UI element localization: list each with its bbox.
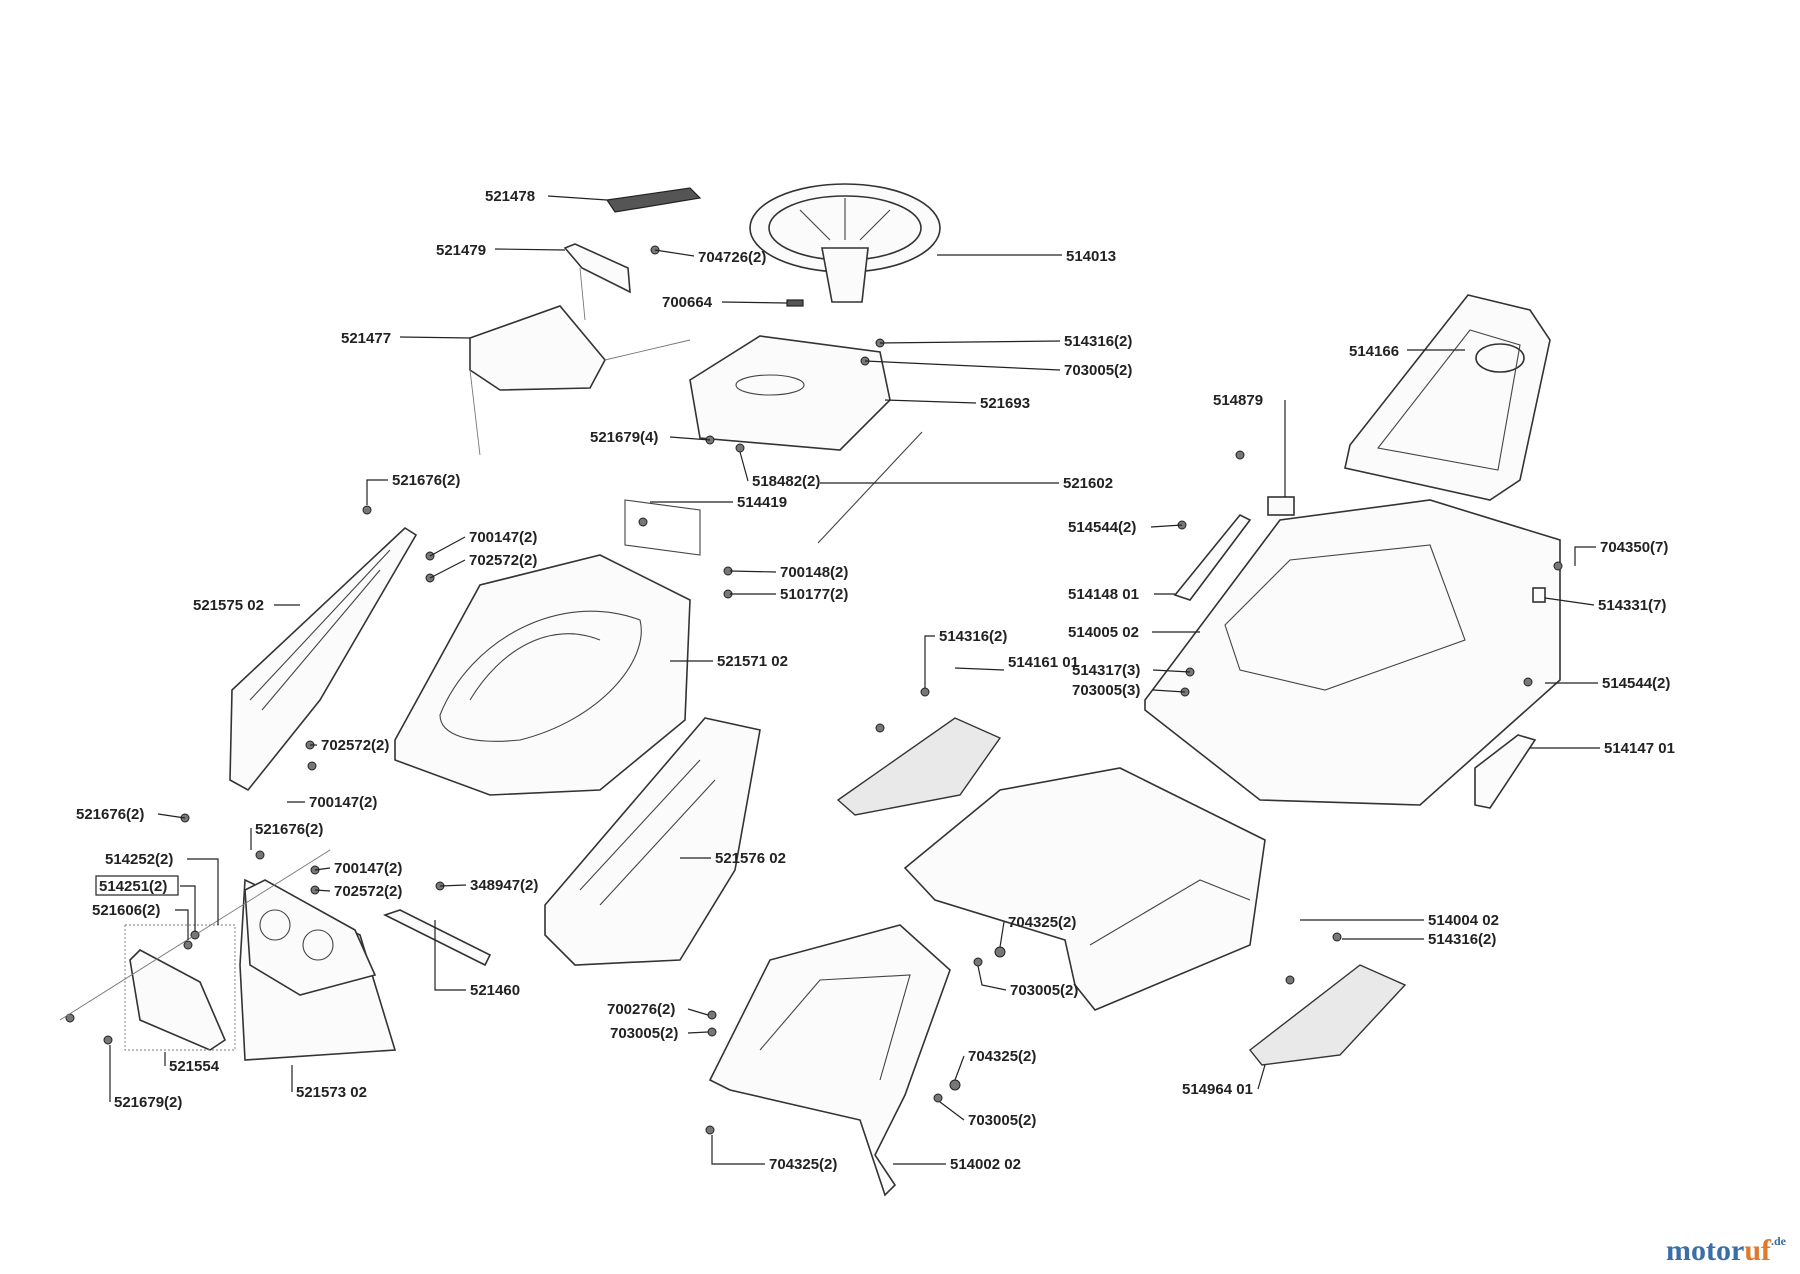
label-514005: 514005 02 (1068, 624, 1139, 641)
part-514879-switch (1267, 496, 1295, 516)
label-521676-a: 521676(2) (392, 472, 460, 489)
label-521679-4: 521679(4) (590, 429, 658, 446)
part-514419-plate (624, 499, 701, 556)
label-700276: 700276(2) (607, 1001, 675, 1018)
label-518482: 518482(2) (752, 473, 820, 490)
label-703005-d: 703005(2) (610, 1025, 678, 1042)
label-514148: 514148 01 (1068, 586, 1139, 603)
part-521554-lens (129, 949, 226, 1051)
label-510177: 510177(2) (780, 586, 848, 603)
label-514419: 514419 (737, 494, 787, 511)
label-703005-c: 703005(2) (1010, 982, 1078, 999)
label-704350: 704350(7) (1600, 539, 1668, 556)
part-521478-strip (605, 187, 702, 213)
label-521460: 521460 (470, 982, 520, 999)
label-521676-c: 521676(2) (255, 821, 323, 838)
label-514251: 514251(2) (99, 878, 167, 895)
label-514013: 514013 (1066, 248, 1116, 265)
label-514252: 514252(2) (105, 851, 173, 868)
label-521477: 521477 (341, 330, 391, 347)
label-702572-b: 702572(2) (321, 737, 389, 754)
part-514002-front-shell (708, 924, 951, 1197)
label-521679-2: 521679(2) (114, 1094, 182, 1111)
part-514004-floor (903, 767, 1266, 1011)
label-521575: 521575 02 (193, 597, 264, 614)
label-514879: 514879 (1213, 392, 1263, 409)
label-704325-b: 704325(2) (968, 1048, 1036, 1065)
label-514544-b: 514544(2) (1602, 675, 1670, 692)
part-514331-clip (1532, 587, 1546, 603)
part-514148-strip (1173, 513, 1252, 601)
part-521576-right-fender (544, 717, 761, 966)
part-521460-bracket (382, 909, 492, 967)
label-514166: 514166 (1349, 343, 1399, 360)
label-521479: 521479 (436, 242, 486, 259)
label-703005-b: 703005(3) (1072, 682, 1140, 699)
part-521602-rod (817, 431, 923, 544)
label-514002: 514002 02 (950, 1156, 1021, 1173)
label-521693: 521693 (980, 395, 1030, 412)
label-700147-a: 700147(2) (469, 529, 537, 546)
part-514013-steering-wheel (749, 183, 941, 303)
part-521571-hood (394, 554, 691, 796)
label-514316-c: 514316(2) (1428, 931, 1496, 948)
part-521606-headlight-frame (244, 879, 377, 996)
label-521606: 521606(2) (92, 902, 160, 919)
label-514964: 514964 01 (1182, 1081, 1253, 1098)
part-514166-seat (1344, 294, 1551, 501)
label-521602: 521602 (1063, 475, 1113, 492)
label-514331: 514331(7) (1598, 597, 1666, 614)
label-514544-a: 514544(2) (1068, 519, 1136, 536)
part-514161-footplate (836, 717, 1002, 816)
label-704325-a: 704325(2) (1008, 914, 1076, 931)
label-700147-b: 700147(2) (309, 794, 377, 811)
label-521576: 521576 02 (715, 850, 786, 867)
label-348947: 348947(2) (470, 877, 538, 894)
part-700664-pin (786, 299, 804, 307)
label-703005-e: 703005(2) (968, 1112, 1036, 1129)
label-514316-a: 514316(2) (1064, 333, 1132, 350)
label-514004: 514004 02 (1428, 912, 1499, 929)
label-521478: 521478 (485, 188, 535, 205)
label-521554: 521554 (169, 1058, 220, 1075)
boxed-label-frame (95, 875, 179, 896)
label-702572-a: 702572(2) (469, 552, 537, 569)
label-521573: 521573 02 (296, 1084, 367, 1101)
label-704325-c: 704325(2) (769, 1156, 837, 1173)
part-521479-bracket (563, 243, 631, 294)
label-521571: 521571 02 (717, 653, 788, 670)
label-704726: 704726(2) (698, 249, 766, 266)
label-514316-b: 514316(2) (939, 628, 1007, 645)
label-702572-c: 702572(2) (334, 883, 402, 900)
label-700664: 700664 (662, 294, 713, 311)
label-514147: 514147 01 (1604, 740, 1675, 757)
part-514005-rear-body (1144, 499, 1561, 806)
part-number-labels: 521478 521479 704726(2) 514013 700664 52… (76, 188, 1675, 1173)
label-700147-c: 700147(2) (334, 860, 402, 877)
label-514161: 514161 01 (1008, 654, 1079, 671)
label-700148: 700148(2) (780, 564, 848, 581)
label-521676-b: 521676(2) (76, 806, 144, 823)
guide-lines (59, 267, 691, 1021)
leader-lines (109, 195, 1600, 1165)
part-514964-footplate (1249, 964, 1407, 1066)
label-703005-a: 703005(2) (1064, 362, 1132, 379)
watermark-logo: motoruf.de (1666, 1234, 1786, 1267)
label-514317: 514317(3) (1072, 662, 1140, 679)
part-521575-left-fender (229, 526, 418, 792)
part-514147-strip (1474, 734, 1537, 809)
